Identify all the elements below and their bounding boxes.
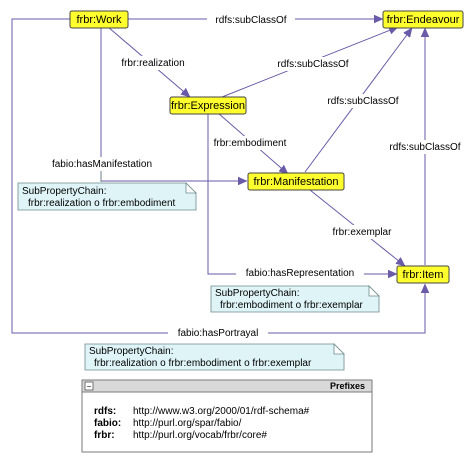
prefixes-title: Prefixes — [330, 381, 365, 391]
note-representation-chain: SubPropertyChain: frbr:embodiment o frbr… — [210, 285, 380, 313]
edge-label-embodiment: frbr:embodiment — [214, 138, 287, 149]
node-item[interactable]: frbr:Item — [396, 265, 450, 284]
prefix-value-frbr: http://purl.org/vocab/frbr/core# — [133, 430, 267, 441]
edge-manifestation-endeavour: rdfs:subClassOf — [304, 28, 413, 173]
collapse-icon: − — [87, 382, 92, 391]
edge-exemplar: frbr:exemplar — [309, 189, 405, 267]
note-representation-title: SubPropertyChain: — [215, 288, 300, 299]
edge-label-has-representation: fabio:hasRepresentation — [246, 268, 354, 279]
edge-realization: frbr:realization — [107, 26, 194, 97]
prefix-key-fabio: fabio: — [94, 418, 121, 429]
edge-label-manifestation-subclass: rdfs:subClassOf — [327, 96, 398, 107]
prefix-key-rdfs: rdfs: — [94, 406, 116, 417]
edge-has-representation: fabio:hasRepresentation — [207, 113, 397, 280]
node-endeavour-label: frbr:Endeavour — [387, 14, 460, 26]
node-expression-label: frbr:Expression — [171, 100, 245, 112]
prefixes-panel: − Prefixes rdfs: http://www.w3.org/2000/… — [81, 379, 373, 453]
node-work-label: frbr:Work — [76, 14, 122, 26]
note-portrayal-body: frbr:realization o frbr:embodiment o frb… — [94, 358, 312, 369]
note-representation-body: frbr:embodiment o frbr:exemplar — [220, 300, 364, 311]
edge-work-endeavour: rdfs:subClassOf — [128, 12, 383, 26]
node-manifestation-label: frbr:Manifestation — [254, 176, 339, 188]
note-portrayal-chain: SubPropertyChain: frbr:realization o frb… — [84, 343, 345, 371]
note-portrayal-title: SubPropertyChain: — [89, 346, 174, 357]
edge-label-item-subclass: rdfs:subClassOf — [389, 142, 460, 153]
edge-label-has-manifestation: fabio:hasManifestation — [52, 159, 152, 170]
edge-label-has-portrayal: fabio:hasPortrayal — [178, 328, 259, 339]
node-item-label: frbr:Item — [403, 269, 444, 281]
node-work[interactable]: frbr:Work — [69, 10, 129, 29]
note-manifestation-title: SubPropertyChain: — [22, 186, 107, 197]
node-expression[interactable]: frbr:Expression — [169, 96, 247, 115]
edge-expression-endeavour: rdfs:subClassOf — [221, 27, 398, 98]
edge-item-endeavour: rdfs:subClassOf — [384, 28, 466, 265]
prefix-value-fabio: http://purl.org/spar/fabio/ — [133, 418, 242, 429]
node-manifestation[interactable]: frbr:Manifestation — [247, 172, 345, 191]
note-manifestation-body: frbr:realization o frbr:embodiment — [28, 198, 176, 209]
prefixes-collapse-button[interactable]: − — [84, 381, 94, 391]
node-endeavour[interactable]: frbr:Endeavour — [382, 10, 464, 29]
prefix-key-frbr: frbr: — [94, 430, 115, 441]
edge-has-portrayal: fabio:hasPortrayal — [11, 18, 425, 339]
prefix-value-rdfs: http://www.w3.org/2000/01/rdf-schema# — [133, 406, 310, 417]
note-manifestation-chain: SubPropertyChain: frbr:realization o frb… — [17, 182, 197, 211]
edge-embodiment: frbr:embodiment — [207, 112, 293, 174]
edge-label-expression-subclass: rdfs:subClassOf — [277, 59, 348, 70]
edge-label-exemplar: frbr:exemplar — [333, 227, 393, 238]
edge-label-realization: frbr:realization — [121, 58, 184, 69]
edge-label-work-subclass: rdfs:subClassOf — [215, 15, 286, 26]
